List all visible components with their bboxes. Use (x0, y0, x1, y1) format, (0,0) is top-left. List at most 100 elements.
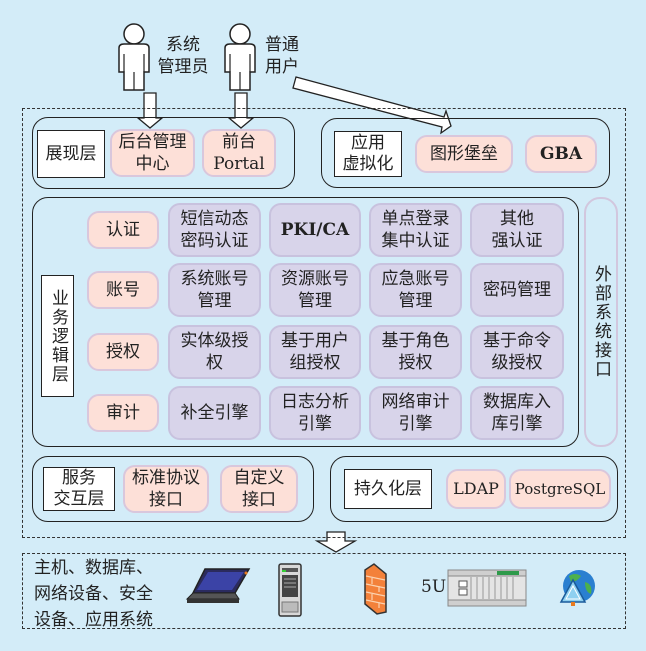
network-globe-icon (559, 570, 595, 606)
user-person-icon (224, 23, 256, 91)
custom-interface-button[interactable]: 自定义 接口 (220, 465, 298, 513)
admin-down-arrow (136, 92, 164, 129)
feature-item-line: 网络审计 (381, 392, 450, 412)
target-systems-boundary (22, 553, 626, 629)
feature-item-line: 基于命令 (483, 331, 551, 351)
feature-item-line: 应急账号 (381, 269, 450, 289)
firewall-icon (364, 563, 387, 615)
user-label-line: 用户 (265, 57, 299, 77)
target-systems-line: 网络设备、安全 (34, 584, 153, 604)
feature-item-line: 强认证 (491, 231, 543, 251)
feature-item[interactable]: 短信动态密码认证 (168, 203, 261, 257)
category-1[interactable]: 账号 (87, 271, 159, 309)
service-layer-label: 服务 交互层 (43, 467, 115, 511)
laptop-icon (185, 568, 251, 603)
feature-item[interactable]: 补全引擎 (168, 386, 261, 440)
app-virtualization-label-line: 应用 (351, 133, 385, 153)
feature-item-line: 集中认证 (381, 231, 450, 251)
feature-item-line: 基于用户 (281, 331, 349, 351)
user-label: 普通 用户 (262, 34, 302, 78)
feature-item[interactable]: 数据库入库引擎 (470, 386, 564, 440)
feature-item[interactable]: 基于用户组授权 (269, 325, 361, 379)
user-label-line: 普通 (265, 35, 299, 55)
feature-item[interactable]: 日志分析引擎 (269, 386, 361, 440)
feature-item[interactable]: 密码管理 (470, 263, 564, 317)
postgresql-button[interactable]: PostgreSQL (509, 469, 611, 509)
category-0[interactable]: 认证 (87, 211, 159, 249)
admin-person-icon (118, 23, 150, 91)
admin-label-line: 系统 (166, 35, 200, 55)
persistence-layer-group (330, 456, 618, 522)
feature-item[interactable]: 系统账号管理 (168, 263, 261, 317)
standard-protocol-line: 接口 (149, 490, 183, 510)
feature-item-line: 库引擎 (491, 414, 543, 434)
down-to-targets-arrow (314, 531, 358, 553)
feature-item[interactable]: 基于角色授权 (369, 325, 462, 379)
feature-item[interactable]: 实体级授权 (168, 325, 261, 379)
feature-item-line: 管理 (298, 291, 332, 311)
service-layer-group (32, 456, 314, 522)
admin-center-button[interactable]: 后台管理 中心 (110, 129, 195, 177)
feature-item[interactable]: 应急账号管理 (369, 263, 462, 317)
portal-button[interactable]: 前台 Portal (202, 129, 276, 177)
app-virtualization-group (321, 118, 610, 188)
target-systems-line: 主机、数据库、 (34, 558, 153, 578)
feature-item-line: 短信动态 (180, 209, 249, 229)
feature-item[interactable]: 单点登录集中认证 (369, 203, 462, 257)
target-systems-line: 设备、应用系统 (34, 610, 153, 630)
rack-server-icon (447, 569, 527, 607)
feature-item-line: 引擎 (298, 414, 332, 434)
ldap-button[interactable]: LDAP (446, 469, 506, 509)
app-virtualization-label-line: 虚拟化 (342, 154, 394, 174)
external-interface-button[interactable]: 外部系统接口 (584, 197, 618, 447)
feature-item-line: PKI/CA (280, 220, 350, 240)
category-2[interactable]: 授权 (87, 333, 159, 371)
feature-item-line: 数据库入 (483, 392, 551, 412)
feature-item-line: 实体级授 (180, 331, 249, 351)
feature-item-line: 级授权 (491, 353, 543, 373)
graphic-bastion-button[interactable]: 图形堡垒 (415, 135, 513, 173)
gba-button[interactable]: GBA (525, 135, 597, 173)
rack-label: 5U (421, 577, 447, 597)
feature-item-line: 密码认证 (180, 231, 249, 251)
feature-item-line: 其他 (500, 209, 534, 229)
feature-item[interactable]: 基于命令级授权 (470, 325, 564, 379)
feature-item[interactable]: 其他强认证 (470, 203, 564, 257)
feature-item-line: 系统账号 (180, 269, 249, 289)
feature-item-line: 管理 (398, 291, 433, 311)
admin-label: 系统 管理员 (153, 34, 213, 78)
feature-item[interactable]: PKI/CA (269, 203, 361, 257)
custom-interface-line: 接口 (242, 490, 276, 510)
presentation-layer-label: 展现层 (37, 130, 105, 178)
business-logic-group (32, 197, 579, 447)
user-to-virtualization-arrow (292, 76, 452, 135)
server-tower-icon (278, 563, 302, 617)
business-logic-label: 业务逻辑层 (41, 275, 74, 397)
persistence-layer-label: 持久化层 (344, 469, 432, 509)
category-3[interactable]: 审计 (87, 394, 159, 432)
portal-line: Portal (213, 154, 265, 174)
custom-interface-line: 自定义 (233, 468, 285, 488)
feature-item-line: 引擎 (398, 414, 433, 434)
feature-item-line: 授权 (398, 353, 433, 373)
feature-item-line: 密码管理 (483, 280, 551, 300)
feature-item-line: 日志分析 (281, 392, 349, 412)
feature-item-line: 单点登录 (381, 209, 450, 229)
service-layer-label-line: 交互层 (53, 489, 105, 509)
feature-item-line: 权 (206, 353, 223, 373)
portal-line: 前台 (222, 132, 256, 152)
system-boundary (22, 108, 626, 538)
feature-item-line: 补全引擎 (180, 403, 249, 423)
feature-item-line: 组授权 (289, 353, 341, 373)
feature-item-line: 基于角色 (381, 331, 450, 351)
admin-center-line: 后台管理 (118, 132, 187, 152)
standard-protocol-line: 标准协议 (132, 468, 200, 488)
standard-protocol-button[interactable]: 标准协议 接口 (123, 465, 209, 513)
admin-center-line: 中心 (135, 154, 170, 174)
target-systems-text: 主机、数据库、 网络设备、安全 设备、应用系统 (34, 555, 174, 633)
feature-item[interactable]: 网络审计引擎 (369, 386, 462, 440)
service-layer-label-line: 服务 (62, 468, 96, 488)
user-down-arrow (227, 92, 255, 129)
feature-item[interactable]: 资源账号管理 (269, 263, 361, 317)
